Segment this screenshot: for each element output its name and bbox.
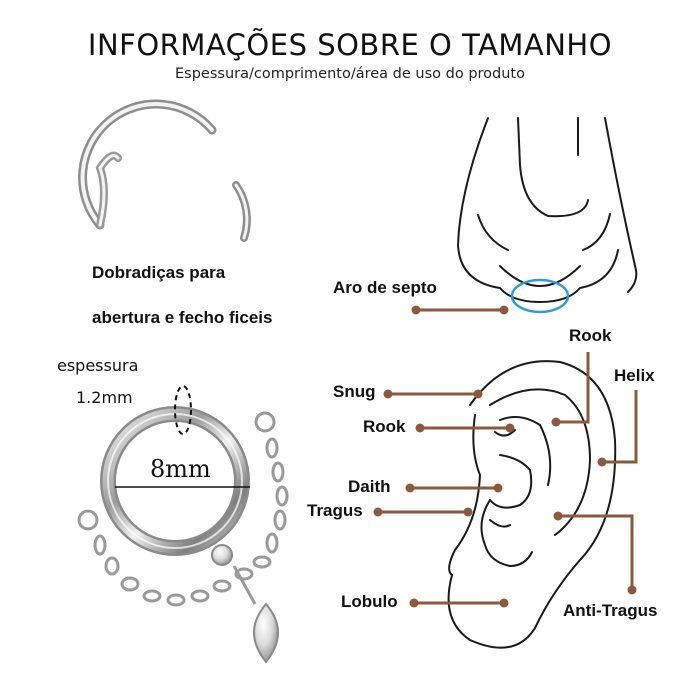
label-septum: Aro de septo [333, 278, 437, 297]
septum-ring-indicator [510, 278, 570, 314]
thickness-label: espessura [57, 356, 139, 375]
label-daith: Daith [348, 477, 391, 496]
label-rook-top: Rook [569, 326, 612, 345]
pointer-lines [373, 305, 638, 608]
pointer-helix [602, 390, 638, 464]
label-helix: Helix [614, 366, 655, 385]
feature-line-2: abertura e fecho ficeis [92, 308, 273, 327]
pointer-anti-tragus [558, 514, 634, 590]
page-subtitle: Espessura/comprimento/área de uso do pro… [175, 66, 525, 82]
page-title: INFORMAÇÕES SOBRE O TAMANHO [87, 28, 613, 62]
label-snug: Snug [333, 382, 376, 401]
label-lobulo: Lobulo [341, 592, 398, 611]
ear-illustration [447, 360, 617, 649]
label-rook: Rook [363, 417, 406, 436]
nose-illustration [456, 117, 638, 304]
hinged-ring-open [78, 99, 251, 242]
label-anti-tragus: Anti-Tragus [563, 601, 658, 620]
label-tragus: Tragus [307, 501, 363, 520]
feature-line-1: Dobradiças para [92, 263, 226, 282]
diameter-value: 8mm [150, 455, 211, 483]
pointer-rook-top [556, 352, 590, 424]
chain-ring-product [77, 385, 289, 664]
thickness-value: 1.2mm [76, 388, 133, 407]
